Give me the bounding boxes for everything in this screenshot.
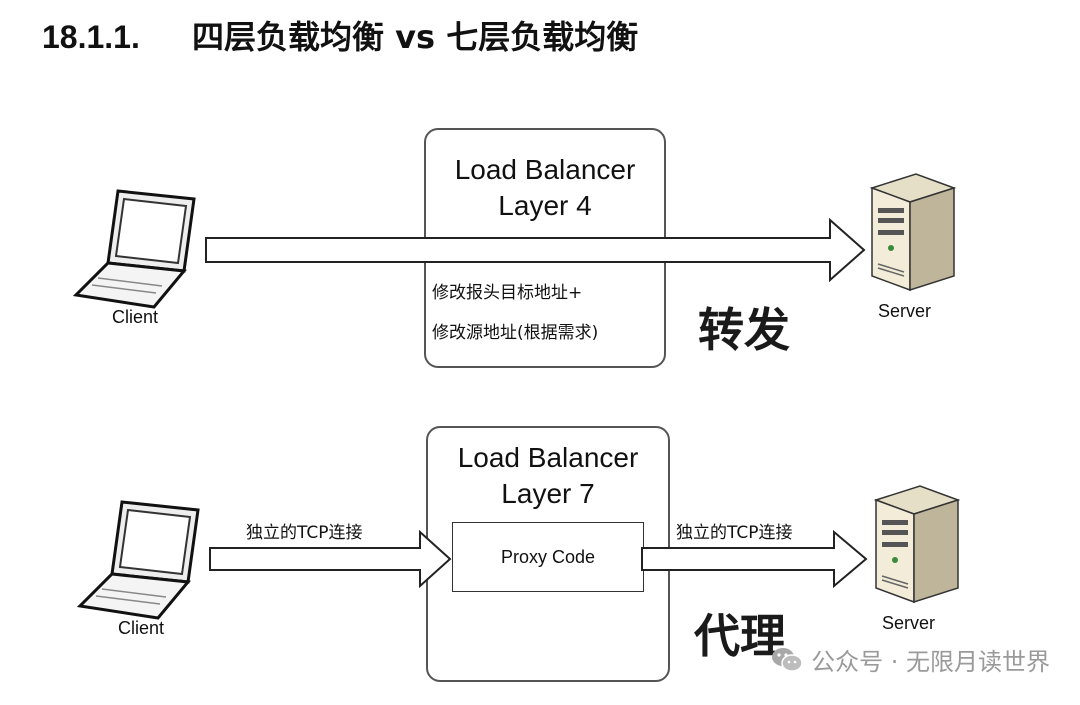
layer4-note-line1: 修改报头目标地址+ (432, 283, 583, 303)
layer7-title-line2: Layer 7 (501, 478, 595, 509)
layer4-client-label: Client (112, 307, 159, 327)
layer7-client-laptop-icon (76, 500, 200, 620)
layer4-server-icon (869, 173, 957, 292)
layer4-server-label: Server (878, 301, 932, 321)
layer7-title-line1: Load Balancer (457, 442, 639, 473)
layer7-server-label: Server (882, 613, 936, 633)
layer7-conn-right-label: 独立的TCP连接 (676, 523, 793, 543)
section-number: 18.1.1. (42, 19, 140, 55)
layer4-forward-arrow (205, 217, 866, 283)
watermark-text: 公众号 · 无限月读世界 (811, 648, 1050, 676)
section-title: 四层负载均衡 vs 七层负载均衡 (192, 18, 639, 56)
proxy-code-box: Proxy Code (452, 522, 644, 592)
layer4-action-label: 转发 (698, 303, 790, 357)
layer4-note-line2: 修改源地址(根据需求) (432, 323, 599, 343)
layer7-action-label: 代理 (694, 609, 786, 663)
layer7-server-icon (873, 485, 961, 604)
layer7-balancer-box: Load Balancer Layer 7 Proxy Code (426, 426, 670, 682)
watermark: 公众号 · 无限月读世界 (771, 642, 1050, 677)
page-title: 18.1.1. 四层负载均衡 vs 七层负载均衡 (42, 12, 638, 58)
layer7-left-arrow (209, 529, 452, 589)
wechat-icon (772, 647, 803, 672)
layer4-title-line1: Load Balancer (454, 154, 636, 185)
layer7-right-arrow (641, 529, 868, 589)
layer4-client-laptop-icon (72, 189, 196, 309)
layer7-conn-left-label: 独立的TCP连接 (246, 523, 363, 543)
layer7-client-label: Client (118, 618, 165, 638)
layer4-title-line2: Layer 4 (498, 190, 592, 221)
